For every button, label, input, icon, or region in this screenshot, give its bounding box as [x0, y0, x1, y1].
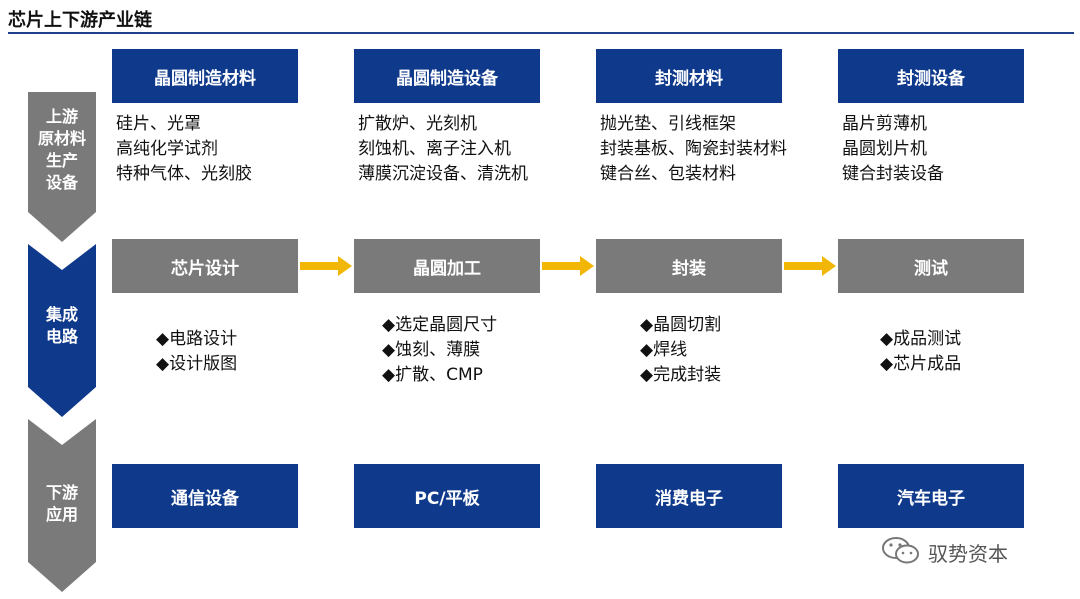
midstream-box-testing: 测试 — [838, 239, 1024, 293]
upstream-list-wafer-equipment: 扩散炉、光刻机 刻蚀机、离子注入机 薄膜沉淀设备、清洗机 — [358, 112, 528, 187]
bullet-icon: ◆ — [640, 365, 654, 385]
upstream-stage-arrow — [28, 92, 96, 242]
bullet-item: ◆芯片成品 — [880, 354, 962, 374]
list-item: 刻蚀机、离子注入机 — [358, 139, 511, 159]
stage-downstream-line: 应用 — [45, 505, 78, 524]
stage-upstream-line: 原材料 — [37, 129, 86, 148]
list-item: 晶片剪薄机 — [842, 114, 927, 134]
list-item: 抛光垫、引线框架 — [600, 114, 736, 134]
bullet-icon: ◆ — [382, 365, 396, 385]
bullet-icon: ◆ — [382, 315, 396, 335]
bullet-icon: ◆ — [156, 354, 170, 374]
bullet-icon: ◆ — [382, 340, 396, 360]
upstream-list-wafer-materials: 硅片、光罩 高纯化学试剂 特种气体、光刻胶 — [116, 112, 252, 187]
bullet-icon: ◆ — [880, 354, 894, 374]
stage-label-upstream: 上游 原材料 生产 设备 — [29, 106, 95, 194]
stage-label-midstream: 集成 电路 — [29, 304, 95, 348]
flow-arrow-1 — [300, 256, 352, 276]
list-item: 硅片、光罩 — [116, 114, 201, 134]
bullet-item: ◆电路设计 — [156, 329, 238, 349]
bullet-icon: ◆ — [640, 315, 654, 335]
stage-midstream-line: 电路 — [45, 327, 78, 346]
stage-upstream-line: 设备 — [45, 173, 78, 192]
stage-upstream-line: 生产 — [45, 151, 78, 170]
bullet-icon: ◆ — [156, 329, 170, 349]
upstream-box-wafer-equipment: 晶圆制造设备 — [354, 49, 540, 103]
flow-arrow-2 — [542, 256, 594, 276]
midstream-list-chip-design: ◆电路设计 ◆设计版图 — [156, 327, 237, 377]
list-item: 晶圆划片机 — [842, 139, 927, 159]
list-item: 扩散炉、光刻机 — [358, 114, 477, 134]
bullet-item: ◆焊线 — [640, 340, 688, 360]
list-item: 高纯化学试剂 — [116, 139, 218, 159]
midstream-box-packaging: 封装 — [596, 239, 782, 293]
midstream-box-wafer-processing: 晶圆加工 — [354, 239, 540, 293]
stage-midstream-line: 集成 — [45, 305, 78, 324]
stage-label-downstream: 下游 应用 — [29, 482, 95, 526]
bullet-item: ◆晶圆切割 — [640, 315, 722, 335]
list-item: 键合丝、包装材料 — [600, 164, 736, 184]
midstream-list-wafer-processing: ◆选定晶圆尺寸 ◆蚀刻、薄膜 ◆扩散、CMP — [382, 313, 497, 388]
upstream-box-packaging-materials: 封测材料 — [596, 49, 782, 103]
upstream-box-wafer-materials: 晶圆制造材料 — [112, 49, 298, 103]
bullet-item: ◆完成封装 — [640, 365, 722, 385]
bullet-icon: ◆ — [880, 329, 894, 349]
upstream-list-packaging-equipment: 晶片剪薄机 晶圆划片机 键合封装设备 — [842, 112, 944, 187]
list-item: 特种气体、光刻胶 — [116, 164, 252, 184]
bullet-item: ◆选定晶圆尺寸 — [382, 315, 498, 335]
wechat-icon — [882, 537, 919, 564]
downstream-box-automotive: 汽车电子 — [838, 464, 1024, 528]
downstream-box-telecom: 通信设备 — [112, 464, 298, 528]
midstream-box-chip-design: 芯片设计 — [112, 239, 298, 293]
stage-downstream-line: 下游 — [45, 483, 78, 502]
downstream-box-pc-tablet: PC/平板 — [354, 464, 540, 528]
list-item: 封装基板、陶瓷封装材料 — [600, 139, 787, 159]
list-item: 键合封装设备 — [842, 164, 944, 184]
list-item: 薄膜沉淀设备、清洗机 — [358, 164, 528, 184]
midstream-list-packaging: ◆晶圆切割 ◆焊线 ◆完成封装 — [640, 313, 721, 388]
upstream-box-packaging-equipment: 封测设备 — [838, 49, 1024, 103]
midstream-list-testing: ◆成品测试 ◆芯片成品 — [880, 327, 961, 377]
bullet-item: ◆设计版图 — [156, 354, 238, 374]
stage-upstream-line: 上游 — [45, 107, 78, 126]
flow-arrow-3 — [784, 256, 836, 276]
bullet-item: ◆扩散、CMP — [382, 365, 483, 385]
stage-arrows — [28, 92, 96, 592]
title-divider — [8, 32, 1074, 34]
watermark-text: 驭势资本 — [928, 542, 1008, 566]
page-title: 芯片上下游产业链 — [8, 10, 152, 31]
bullet-item: ◆蚀刻、薄膜 — [382, 340, 481, 360]
upstream-list-packaging-materials: 抛光垫、引线框架 封装基板、陶瓷封装材料 键合丝、包装材料 — [600, 112, 787, 187]
downstream-stage-arrow — [28, 419, 96, 592]
bullet-item: ◆成品测试 — [880, 329, 962, 349]
midstream-stage-arrow — [28, 244, 96, 417]
flow-arrows — [300, 256, 836, 276]
downstream-box-consumer-electronics: 消费电子 — [596, 464, 782, 528]
bullet-icon: ◆ — [640, 340, 654, 360]
